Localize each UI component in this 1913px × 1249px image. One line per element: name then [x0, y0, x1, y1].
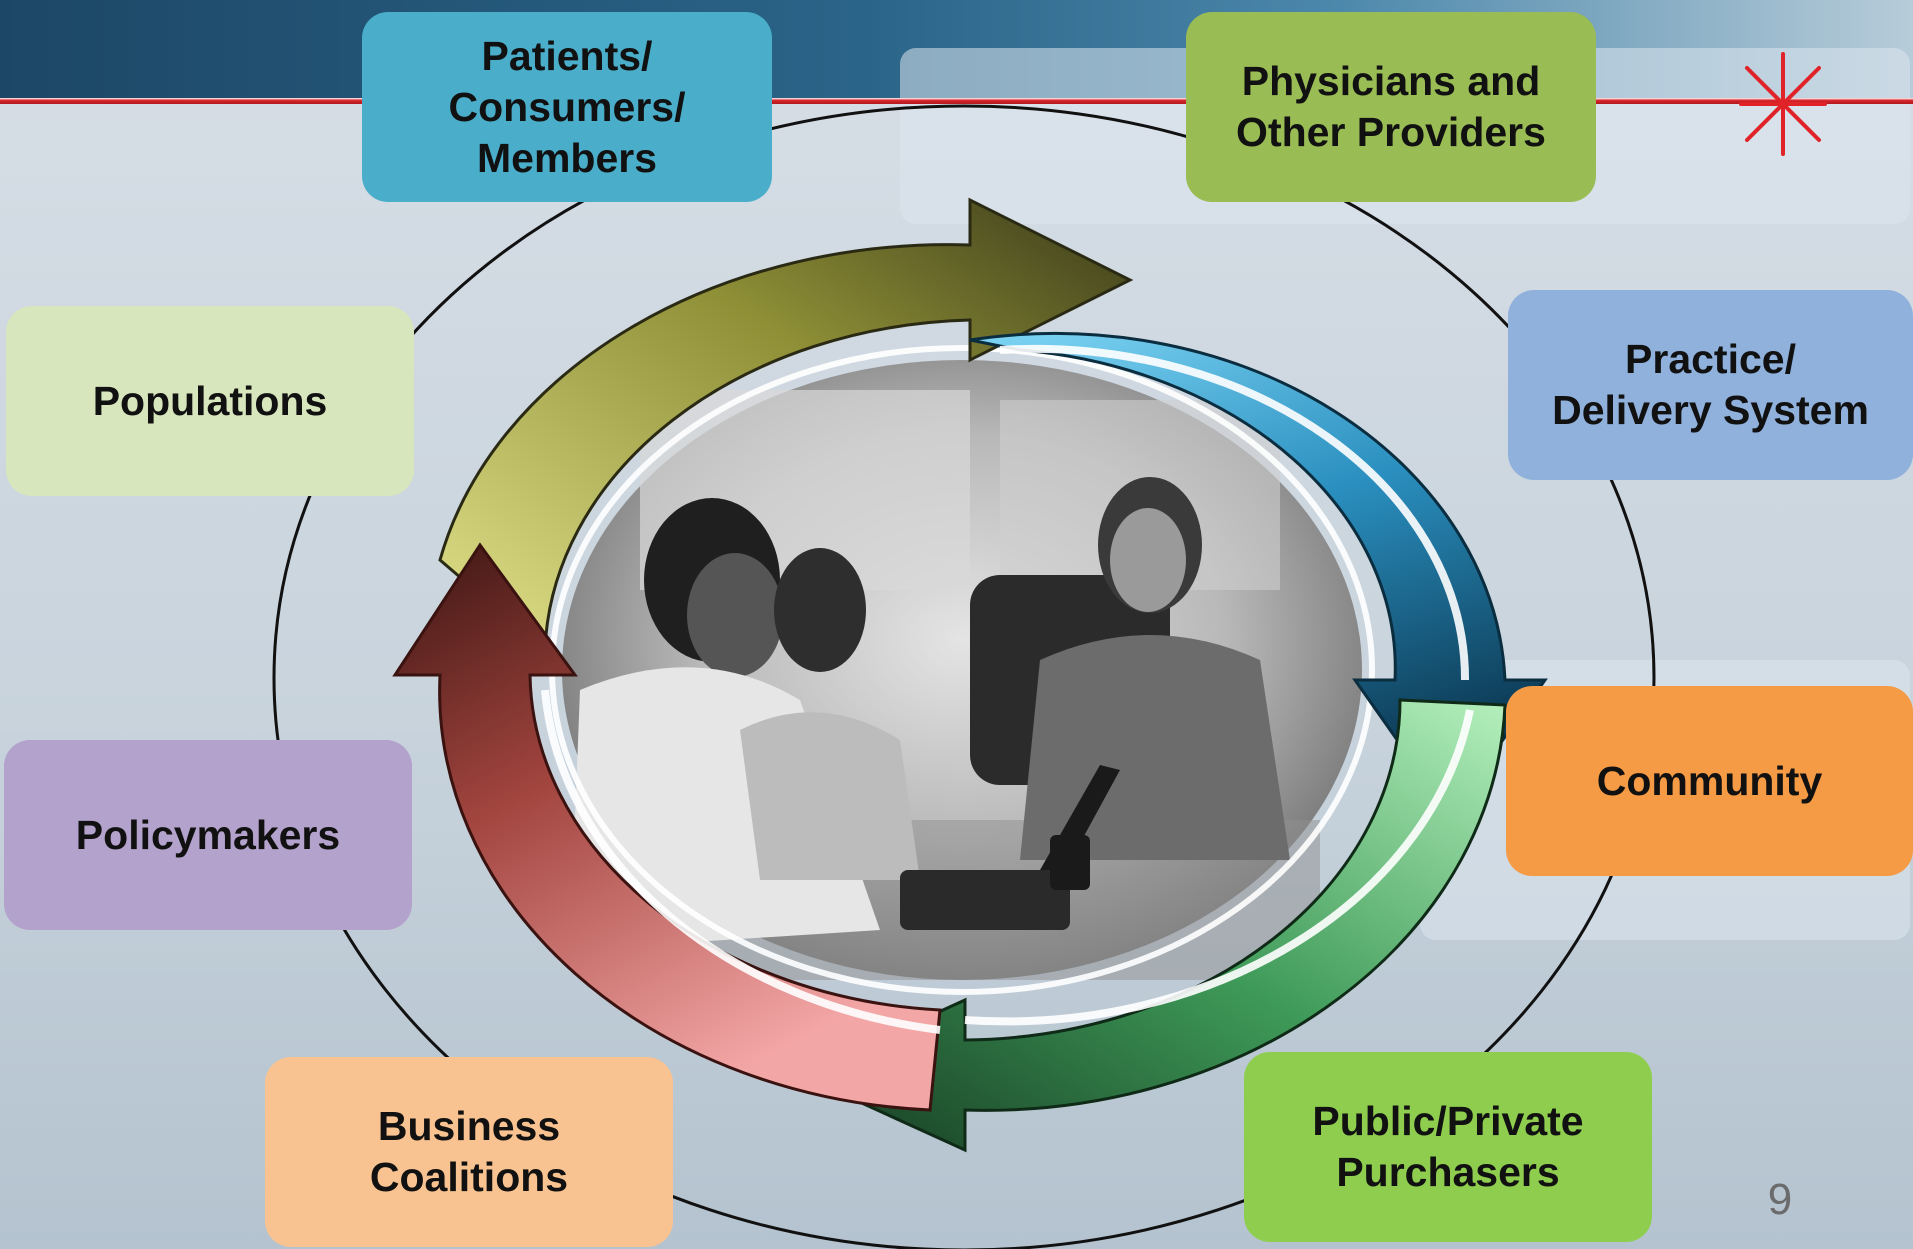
- stakeholder-practice: Practice/ Delivery System: [1508, 290, 1913, 480]
- stakeholder-physicians: Physicians and Other Providers: [1186, 12, 1596, 202]
- asterisk-logo-icon: [1739, 52, 1827, 156]
- header-divider: [0, 98, 1913, 104]
- business-meeting-photo: [562, 360, 1362, 980]
- olive-arrow: [438, 197, 1134, 654]
- stakeholder-policymakers: Policymakers: [4, 740, 412, 930]
- blue-arrow: [969, 331, 1548, 818]
- stakeholder-business-coalitions: Business Coalitions: [265, 1057, 673, 1247]
- stakeholder-community: Community: [1506, 686, 1913, 876]
- stakeholder-purchasers: Public/Private Purchasers: [1244, 1052, 1652, 1242]
- outer-ring: [272, 104, 1656, 1249]
- stakeholder-patients: Patients/ Consumers/ Members: [362, 12, 772, 202]
- red-arrow: [392, 542, 942, 1112]
- stakeholder-populations: Populations: [6, 306, 414, 496]
- page-number: 9: [1767, 1175, 1793, 1224]
